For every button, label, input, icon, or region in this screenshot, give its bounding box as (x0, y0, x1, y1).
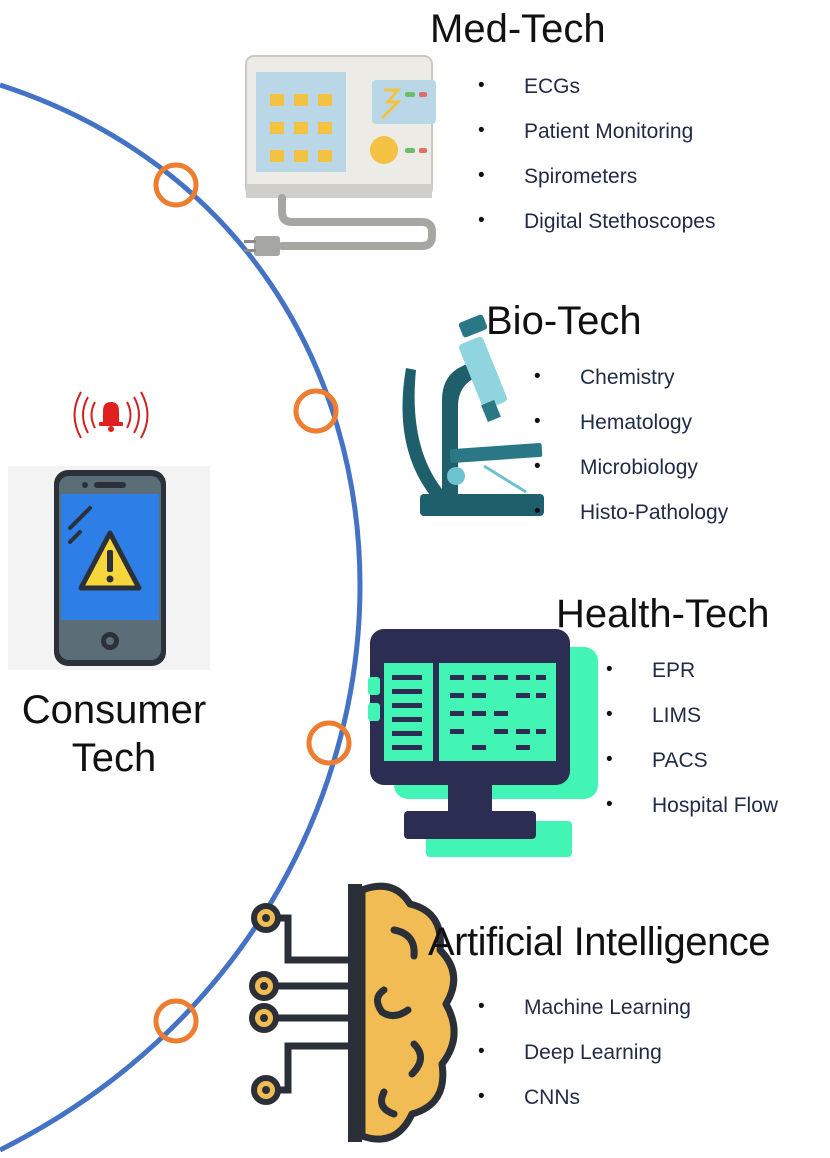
node-ring-healthtech (306, 720, 352, 766)
list-item: Hospital Flow (606, 795, 778, 816)
list-item: Digital Stethoscopes (478, 211, 716, 232)
microscope-icon (402, 314, 544, 516)
list-item: EPR (606, 660, 778, 681)
list-item: Deep Learning (478, 1042, 691, 1063)
list-item: Histo-Pathology (534, 502, 728, 523)
consumer-tech-label: Consumer Tech (0, 686, 228, 782)
list-item: Patient Monitoring (478, 121, 715, 142)
computer-monitor-icon (368, 629, 598, 857)
ai-list: Machine Learning Deep Learning CNNs (478, 997, 691, 1108)
node-ring-ai (153, 998, 199, 1044)
list-item: ECGs (478, 76, 715, 97)
smartphone-warning-icon (8, 466, 210, 670)
list-item: Hematology (534, 412, 728, 433)
consumer-label-line2: Tech (71, 736, 157, 780)
group-title-medtech: Med-Tech (430, 7, 606, 51)
list-item: Spirometers (478, 166, 715, 187)
alarm-bell-icon (73, 391, 149, 439)
circuit-brain-icon (249, 882, 458, 1143)
medtech-list: ECGs Patient Monitoring Spirometers Digi… (478, 76, 716, 232)
healthtech-list: EPR LIMS PACS Hospital Flow (606, 660, 778, 816)
group-title-healthtech: Health-Tech (556, 592, 770, 636)
node-ring-biotech (293, 388, 339, 434)
list-item: Machine Learning (478, 997, 691, 1018)
list-item: CNNs (478, 1087, 691, 1108)
node-ring-medtech (153, 162, 199, 208)
biotech-list: Chemistry Hematology Microbiology Histo-… (534, 367, 728, 523)
medical-monitor-icon (244, 55, 436, 256)
group-title-biotech: Bio-Tech (486, 299, 642, 343)
list-item: Microbiology (534, 457, 728, 478)
group-title-ai: Artificial Intelligence (428, 920, 771, 964)
list-item: LIMS (606, 705, 778, 726)
consumer-label-line1: Consumer (21, 688, 207, 732)
arc-curve (0, 82, 363, 1153)
list-item: PACS (606, 750, 778, 771)
list-item: Chemistry (534, 367, 728, 388)
